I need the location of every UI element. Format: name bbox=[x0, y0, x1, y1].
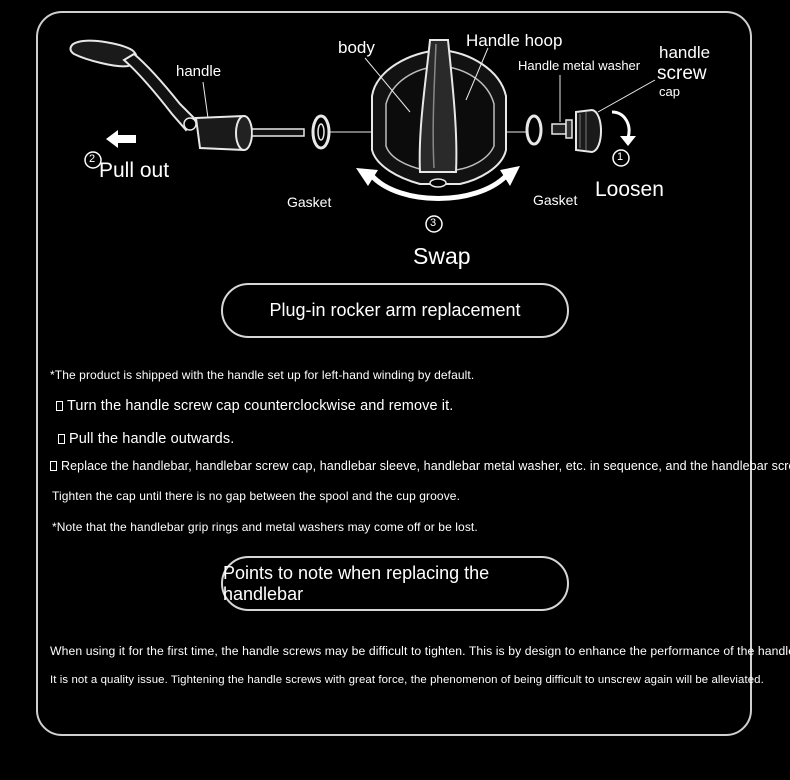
step-1-number: 1 bbox=[617, 151, 624, 163]
section1-step-2-text: Pull the handle outwards. bbox=[69, 431, 235, 447]
section2-title: Points to note when replacing the handle… bbox=[223, 562, 490, 604]
left-gasket bbox=[311, 114, 331, 150]
step-3-number: 3 bbox=[430, 217, 437, 229]
label-handle: handle bbox=[176, 63, 222, 80]
reel-exploded-diagram bbox=[69, 39, 656, 233]
label-body: body bbox=[338, 38, 375, 57]
label-gasket-right: Gasket bbox=[533, 192, 578, 208]
section1-note-default: *The product is shipped with the handle … bbox=[50, 368, 475, 382]
section1-step-3-cont: Tighten the cap until there is no gap be… bbox=[52, 489, 460, 503]
section1-title: Plug-in rocker arm replacement bbox=[269, 300, 521, 320]
label-gasket-left: Gasket bbox=[287, 194, 332, 210]
bullet-icon bbox=[58, 434, 65, 444]
leader-handle bbox=[202, 81, 209, 119]
step-2-circle bbox=[84, 151, 102, 169]
step-3-circle bbox=[425, 215, 443, 233]
label-handle-metal-washer: Handle metal washer bbox=[518, 58, 641, 73]
section1-step-2: Pull the handle outwards. bbox=[58, 431, 234, 447]
section2-title-pill: Points to note when replacing the handle… bbox=[221, 556, 569, 611]
outer-frame bbox=[36, 11, 752, 736]
label-handle-hoop: Handle hoop bbox=[466, 31, 563, 50]
handle-screw-cap bbox=[575, 108, 602, 154]
section1-step-3: Replace the handlebar, handlebar screw c… bbox=[50, 459, 790, 473]
reel-body bbox=[371, 39, 507, 188]
step-2-number: 2 bbox=[89, 153, 96, 165]
label-loosen: Loosen bbox=[595, 178, 664, 201]
bullet-icon bbox=[50, 461, 57, 471]
section2-note-1: When using it for the first time, the ha… bbox=[50, 644, 790, 658]
label-handle-screw-line1: handle bbox=[659, 43, 711, 62]
handle-metal-washer bbox=[551, 119, 573, 139]
handle-sleeve bbox=[194, 114, 253, 152]
section1-note-lost: *Note that the handlebar grip rings and … bbox=[52, 520, 478, 534]
handle-shaft bbox=[251, 128, 305, 137]
label-handle-screw-line2: screw bbox=[657, 63, 707, 84]
loosen-arrow bbox=[611, 110, 636, 146]
section1-step-3-text: Replace the handlebar, handlebar screw c… bbox=[61, 459, 790, 473]
leader-body bbox=[364, 57, 411, 113]
leader-hoop bbox=[465, 47, 489, 101]
step-1-circle bbox=[612, 149, 630, 167]
right-gasket bbox=[525, 114, 543, 146]
handle-knob bbox=[69, 39, 138, 68]
section1-step-1: Turn the handle screw cap counterclockwi… bbox=[56, 398, 453, 414]
section1-title-pill: Plug-in rocker arm replacement bbox=[221, 283, 569, 338]
section2-note-2: It is not a quality issue. Tightening th… bbox=[50, 674, 764, 686]
label-handle-screw-cap: cap bbox=[659, 84, 680, 99]
swap-arrow bbox=[356, 166, 520, 201]
bullet-icon bbox=[56, 401, 63, 411]
leader-screw-cap bbox=[597, 79, 656, 113]
pull-out-arrow bbox=[106, 130, 136, 148]
section1-step-1-text: Turn the handle screw cap counterclockwi… bbox=[67, 398, 454, 414]
label-swap: Swap bbox=[413, 243, 471, 269]
label-pull-out: Pull out bbox=[99, 159, 170, 182]
